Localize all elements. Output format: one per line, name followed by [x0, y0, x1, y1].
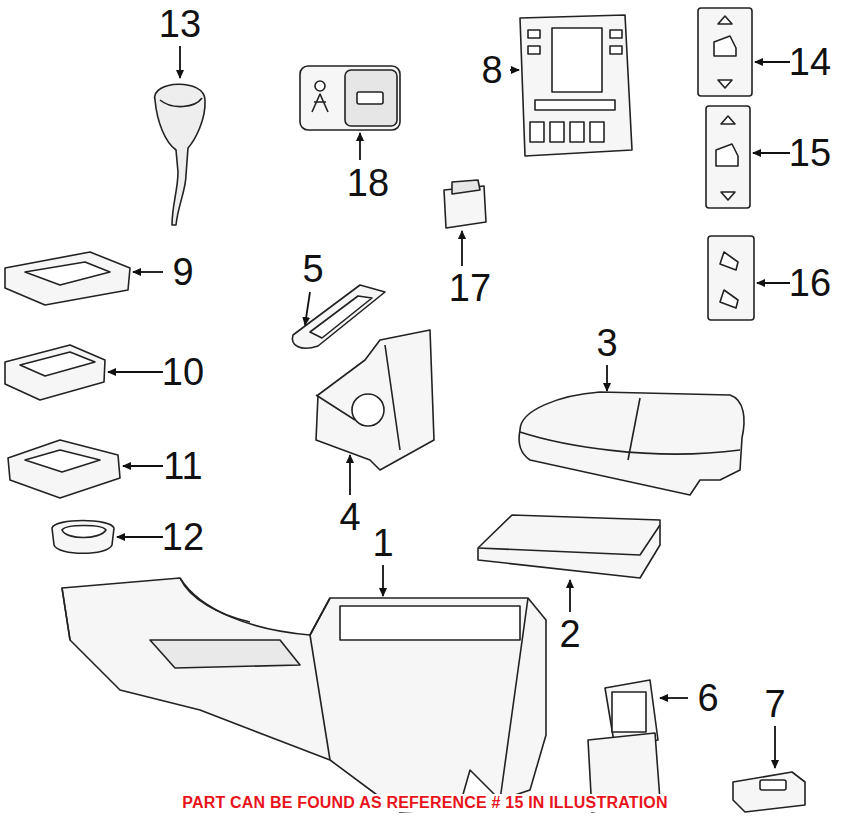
callout-number: 11 [163, 447, 202, 485]
callout-number: 14 [789, 43, 831, 81]
callout-number: 18 [347, 164, 389, 202]
callout-number: 10 [162, 353, 204, 391]
callout-number: 3 [596, 324, 617, 362]
callout-number: 2 [559, 615, 580, 653]
callout-number: 4 [339, 498, 360, 536]
callout-number: 5 [302, 250, 323, 288]
callout-number: 8 [481, 51, 502, 89]
callout-number: 17 [449, 269, 491, 307]
note-text: PART CAN BE FOUND AS REFERENCE # 15 IN I… [179, 794, 671, 812]
callout-number: 1 [372, 524, 393, 562]
callout-number: 7 [764, 685, 785, 723]
callout-number: 9 [172, 253, 193, 291]
callout-number: 16 [789, 264, 831, 302]
callout-number: 6 [697, 679, 718, 717]
callout-number: 15 [789, 134, 831, 172]
callout-number: 12 [162, 518, 204, 556]
callout-number: 13 [159, 5, 201, 43]
